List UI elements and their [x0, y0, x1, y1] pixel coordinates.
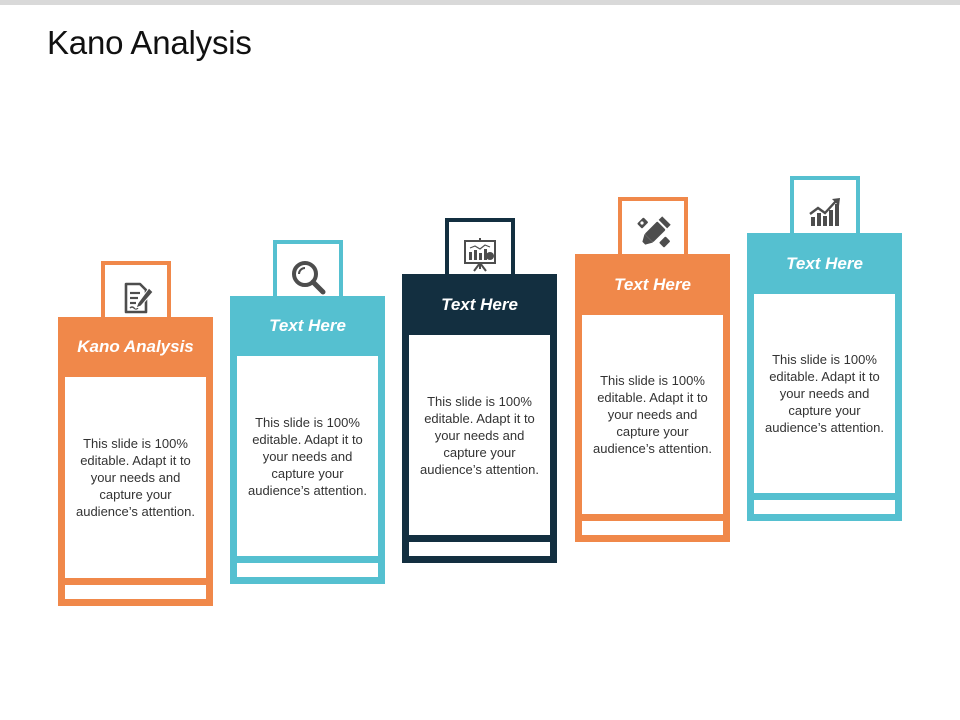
marker-highlighter-icon: [637, 215, 671, 247]
top-bar: [0, 0, 960, 5]
kano-column-2: Text Here This slide is 100% editable. A…: [230, 296, 385, 584]
column-heading: Text Here: [441, 294, 518, 314]
column-footer-bar: [237, 563, 378, 577]
magnifier-icon: [292, 260, 326, 294]
page-title: Kano Analysis: [47, 24, 252, 61]
column-body-text: This slide is 100% editable. Adapt it to…: [237, 356, 378, 556]
column-body-text: This slide is 100% editable. Adapt it to…: [65, 377, 206, 578]
column-heading: Kano Analysis: [77, 337, 194, 356]
column-heading: Text Here: [614, 274, 691, 294]
column-footer-bar: [582, 521, 723, 535]
column-footer-bar: [754, 500, 895, 514]
growth-chart-icon: [809, 197, 840, 226]
column-heading: Text Here: [786, 253, 863, 273]
column-footer-bar: [409, 542, 550, 556]
column-footer-bar: [65, 585, 206, 599]
kano-column-5: Text Here This slide is 100% editable. A…: [747, 233, 902, 521]
column-body-text: This slide is 100% editable. Adapt it to…: [582, 315, 723, 514]
kano-column-4: Text Here This slide is 100% editable. A…: [575, 254, 730, 542]
document-edit-icon: [124, 282, 154, 313]
kano-column-3: Text Here This slide is 100% editable. A…: [402, 274, 557, 563]
column-heading: Text Here: [269, 316, 346, 335]
column-body-text: This slide is 100% editable. Adapt it to…: [409, 335, 550, 535]
presentation-chart-icon: [464, 237, 496, 272]
kano-column-1: Kano Analysis This slide is 100% editabl…: [58, 317, 213, 606]
column-body-text: This slide is 100% editable. Adapt it to…: [754, 294, 895, 493]
